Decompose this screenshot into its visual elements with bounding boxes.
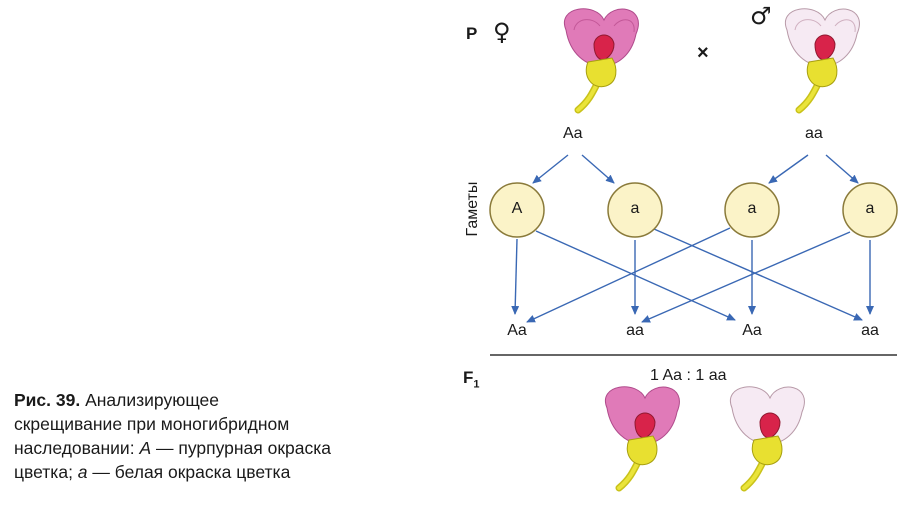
offspring-flower-purple [604, 386, 680, 488]
gamete-circle-3 [724, 182, 780, 238]
caption-line1: Анализирующее [80, 390, 220, 410]
gamete-circle-4 [842, 182, 898, 238]
male-symbol: ♂ [750, 2, 772, 30]
offspring-genotype-4: aa [861, 322, 879, 339]
caption-line4a: цветка; [14, 462, 78, 482]
caption-line4b: — белая окраска цветка [87, 462, 291, 482]
parent-flower-white [784, 8, 860, 110]
caption-prefix: Рис. 39. [14, 390, 81, 410]
arrow-gamete4-to-offspring2 [641, 231, 851, 323]
arrow-parent-to-gamete-1 [532, 154, 569, 184]
f1-ratio: 1 Aa : 1 aa [650, 367, 727, 384]
gamete-circle-2 [607, 182, 663, 238]
generation-p-label: P [466, 24, 478, 43]
gamete-label-1: A [511, 200, 523, 217]
female-genotype: Aa [563, 125, 583, 142]
male-genotype: aa [805, 125, 823, 142]
f1-subscript: 1 [473, 378, 480, 391]
arrow-gamete3-to-offspring1 [526, 227, 731, 323]
caption-line3b: — пурпурная окраска [151, 438, 331, 458]
offspring-genotype-3: Aa [742, 322, 762, 339]
gamete-label-3: a [747, 200, 757, 217]
generation-f1-label: F1 [463, 368, 480, 390]
f1-letter: F [463, 368, 474, 387]
arrow-gamete2-to-offspring4 [653, 228, 863, 321]
caption-allele-dominant: A [139, 438, 152, 458]
arrow-parent-to-gamete-3 [768, 154, 809, 184]
offspring-genotype-1: Aa [507, 322, 527, 339]
female-symbol: ♀ [493, 18, 511, 46]
arrow-parent-to-gamete-4 [825, 154, 859, 184]
gametes-row-label: Гаметы [464, 181, 481, 237]
caption-allele-recessive: a [77, 462, 88, 482]
arrow-parent-to-gamete-2 [581, 154, 615, 184]
figure-caption: Рис. 39. Анализирующее скрещивание при м… [14, 388, 434, 484]
gamete-label-4: a [865, 200, 875, 217]
caption-line2: скрещивание при моногибридном [14, 414, 290, 434]
cross-sign: × [697, 42, 709, 64]
gamete-label-2: a [630, 200, 640, 217]
caption-line3a: наследовании: [14, 438, 140, 458]
arrow-gamete1-to-offspring1 [511, 238, 520, 315]
gamete-circle-1 [489, 182, 545, 238]
offspring-genotype-2: aa [626, 322, 644, 339]
parent-flower-purple [563, 8, 639, 110]
offspring-flower-white [729, 386, 805, 488]
